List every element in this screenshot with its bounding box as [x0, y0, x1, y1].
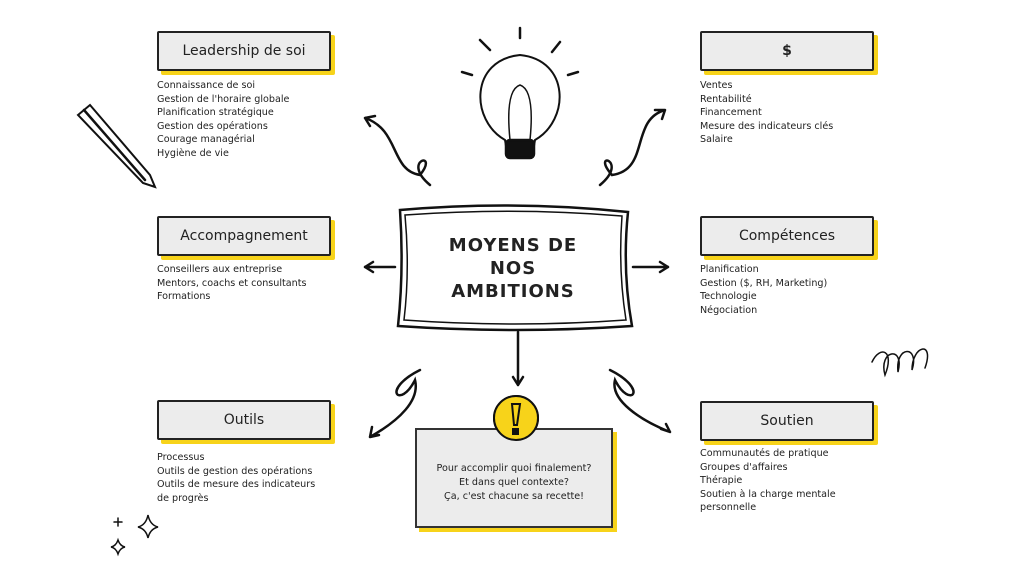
- list-item: Communautés de pratique: [700, 448, 829, 459]
- branch-list-money: Ventes Rentabilité Financement Mesure de…: [700, 79, 833, 147]
- note-line: Pour accomplir quoi finalement?: [436, 463, 592, 474]
- list-item: Gestion des opérations: [157, 120, 268, 132]
- branch-list-accompagnement: Conseillers aux entreprise Mentors, coac…: [157, 263, 307, 304]
- list-item: Mesure des indicateurs clés: [700, 120, 834, 132]
- list-item: Planification stratégique: [157, 107, 274, 118]
- central-topic-line: MOYENS DE: [448, 234, 578, 256]
- note-line: Et dans quel contexte?: [459, 477, 569, 488]
- pencil-icon: [76, 103, 157, 189]
- list-item: Hygiène de vie: [157, 147, 229, 159]
- note-line: Ça, c'est chacune sa recette!: [444, 491, 584, 502]
- central-topic: MOYENS DE NOS AMBITIONS: [397, 207, 629, 329]
- list-item: Groupes d'affaires: [700, 461, 788, 473]
- list-item: Thérapie: [700, 475, 743, 486]
- list-item: personnelle: [700, 502, 757, 513]
- central-topic-line: NOS: [489, 257, 537, 279]
- center-frame: [396, 204, 634, 332]
- central-topic-line: AMBITIONS: [451, 280, 575, 302]
- branch-list-leadership: Connaissance de soi Gestion de l'horaire…: [157, 79, 289, 160]
- list-item: Négociation: [700, 304, 758, 316]
- branch-title-accompagnement: Accompagnement: [157, 216, 331, 256]
- list-item: Conseillers aux entreprise: [157, 264, 283, 275]
- branch-title-money: $: [700, 31, 874, 71]
- branch-list-competences: Planification Gestion ($, RH, Marketing)…: [700, 263, 827, 317]
- list-item: Courage managérial: [157, 134, 255, 145]
- branch-list-soutien: Communautés de pratique Groupes d'affair…: [700, 447, 836, 515]
- list-item: Outils de gestion des opérations: [157, 465, 313, 477]
- list-item: Soutien à la charge mentale: [700, 488, 836, 500]
- list-item: Formations: [157, 291, 211, 302]
- list-item: Planification: [700, 264, 759, 275]
- branch-list-outils: Processus Outils de gestion des opératio…: [157, 451, 315, 505]
- list-item: Outils de mesure des indicateurs: [157, 479, 316, 490]
- list-item: de progrès: [157, 492, 209, 504]
- note-box: Pour accomplir quoi finalement? Et dans …: [415, 428, 613, 528]
- spiral-icon: [871, 348, 929, 378]
- list-item: Connaissance de soi: [157, 80, 256, 91]
- list-item: Rentabilité: [700, 93, 752, 105]
- branch-title-leadership: Leadership de soi: [157, 31, 331, 71]
- branch-title-competences: Compétences: [700, 216, 874, 256]
- list-item: Gestion de l'horaire globale: [157, 93, 290, 105]
- list-item: Salaire: [700, 134, 733, 145]
- arrows: [363, 108, 672, 439]
- branch-title-soutien: Soutien: [700, 401, 874, 441]
- list-item: Technologie: [700, 291, 757, 302]
- branch-title-outils: Outils: [157, 400, 331, 440]
- lightbulb-icon: [460, 26, 580, 160]
- list-item: Financement: [700, 107, 762, 118]
- list-item: Mentors, coachs et consultants: [157, 277, 307, 289]
- sparkle-icons: [110, 514, 159, 557]
- list-item: Processus: [157, 452, 205, 463]
- list-item: Ventes: [700, 80, 733, 91]
- list-item: Gestion ($, RH, Marketing): [700, 277, 828, 289]
